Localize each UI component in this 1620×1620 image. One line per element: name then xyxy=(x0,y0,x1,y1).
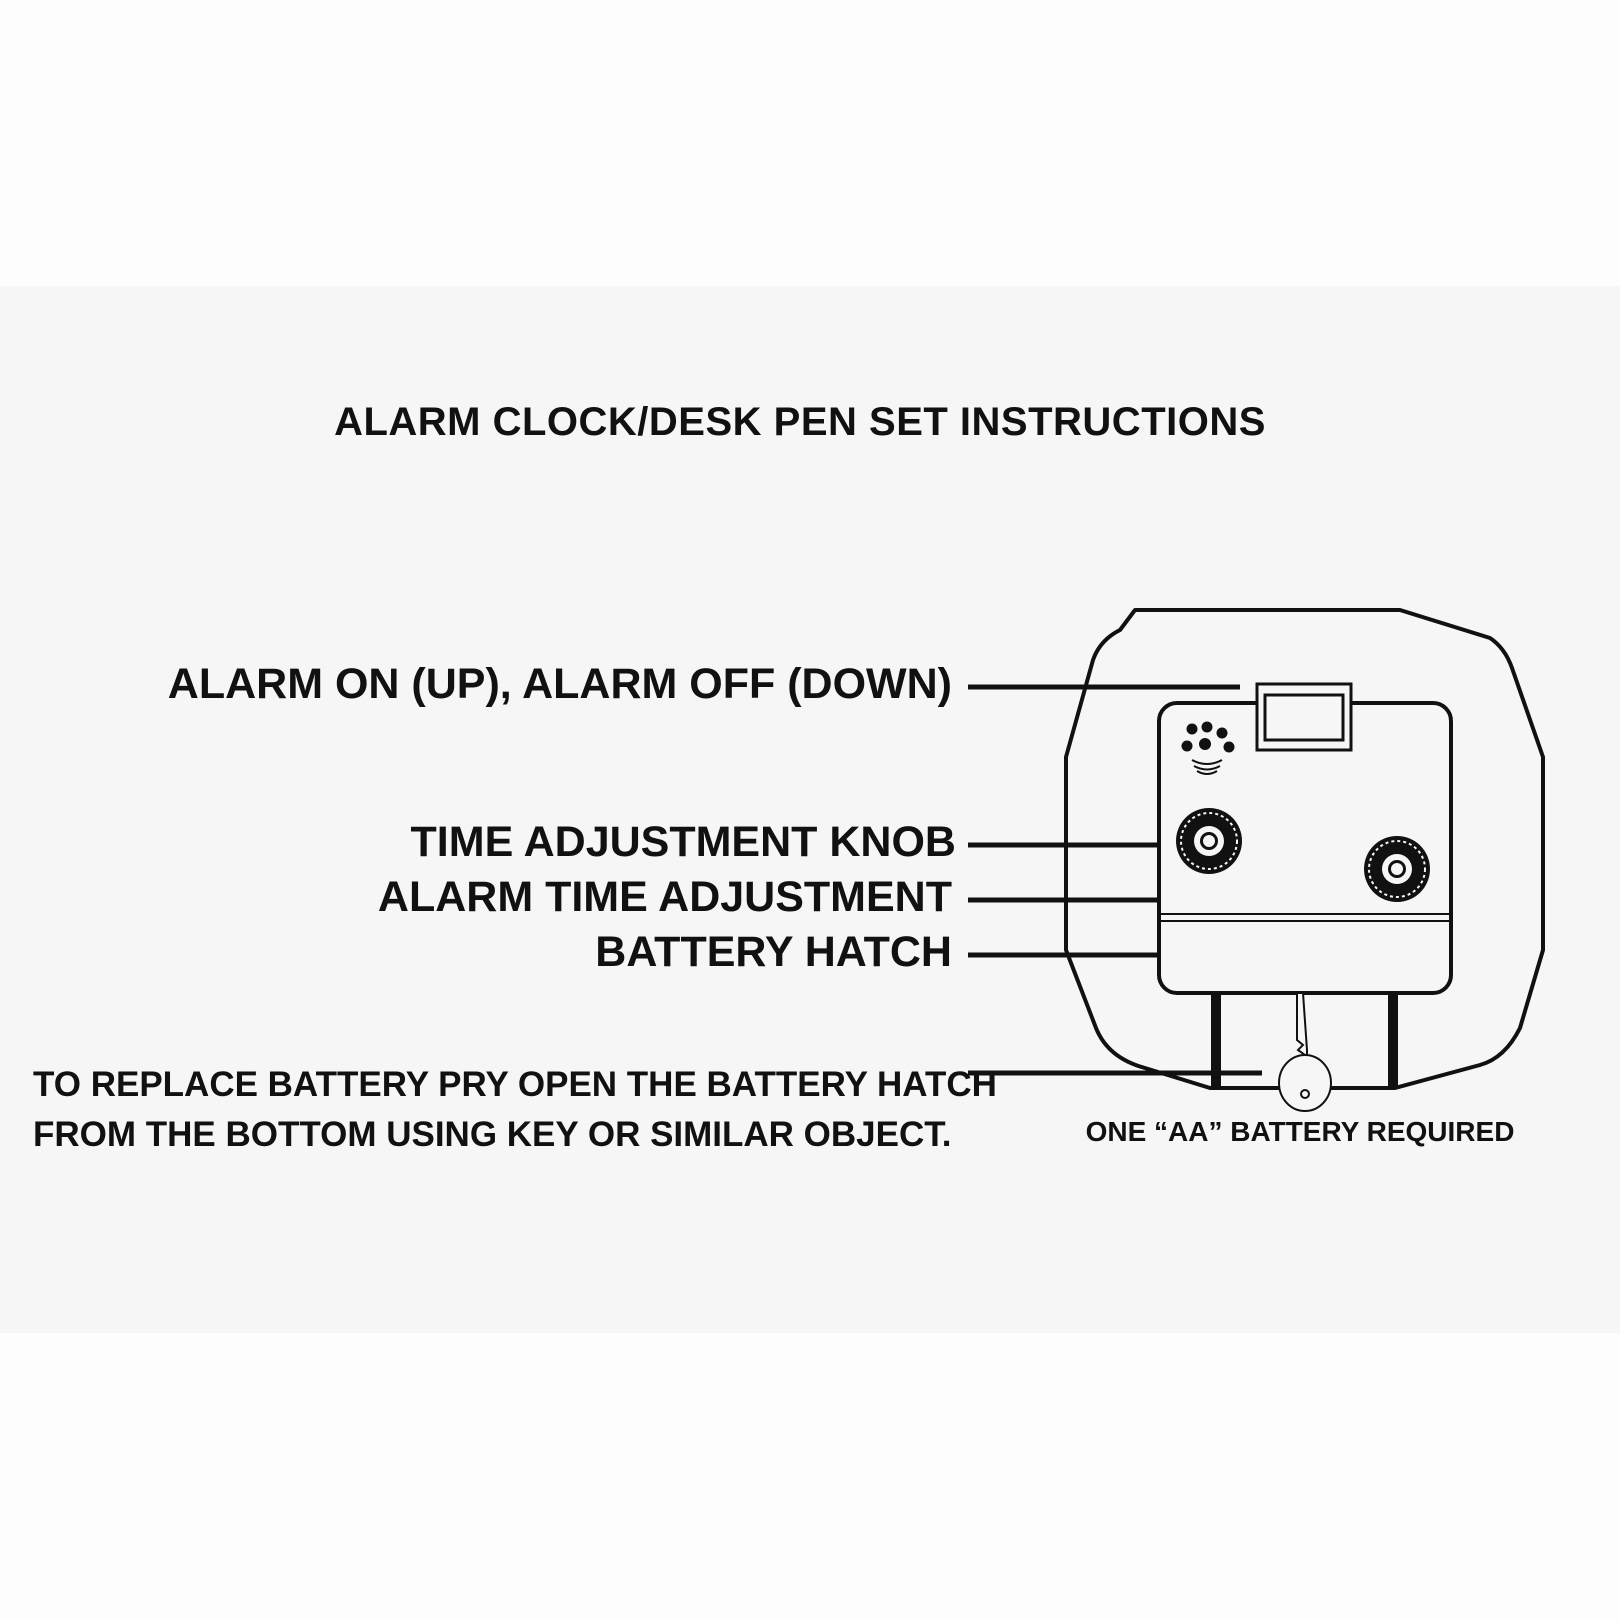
alarm-switch-label: ALARM ON (UP), ALARM OFF (DOWN) xyxy=(167,660,952,708)
battery-hatch-label: BATTERY HATCH xyxy=(595,928,952,976)
alarm-time-adjustment-label: ALARM TIME ADJUSTMENT xyxy=(377,873,952,921)
battery-replacement-note: TO REPLACE BATTERY PRY OPEN THE BATTERY … xyxy=(33,1060,997,1160)
note-line-2: FROM THE BOTTOM USING KEY OR SIMILAR OBJ… xyxy=(33,1115,952,1154)
time-adjustment-knob-label: TIME ADJUSTMENT KNOB xyxy=(410,818,956,866)
page-title: ALARM CLOCK/DESK PEN SET INSTRUCTIONS xyxy=(334,400,1266,444)
note-line-1: TO REPLACE BATTERY PRY OPEN THE BATTERY … xyxy=(33,1065,997,1104)
battery-caption: ONE “AA” BATTERY REQUIRED xyxy=(1085,1116,1515,1147)
